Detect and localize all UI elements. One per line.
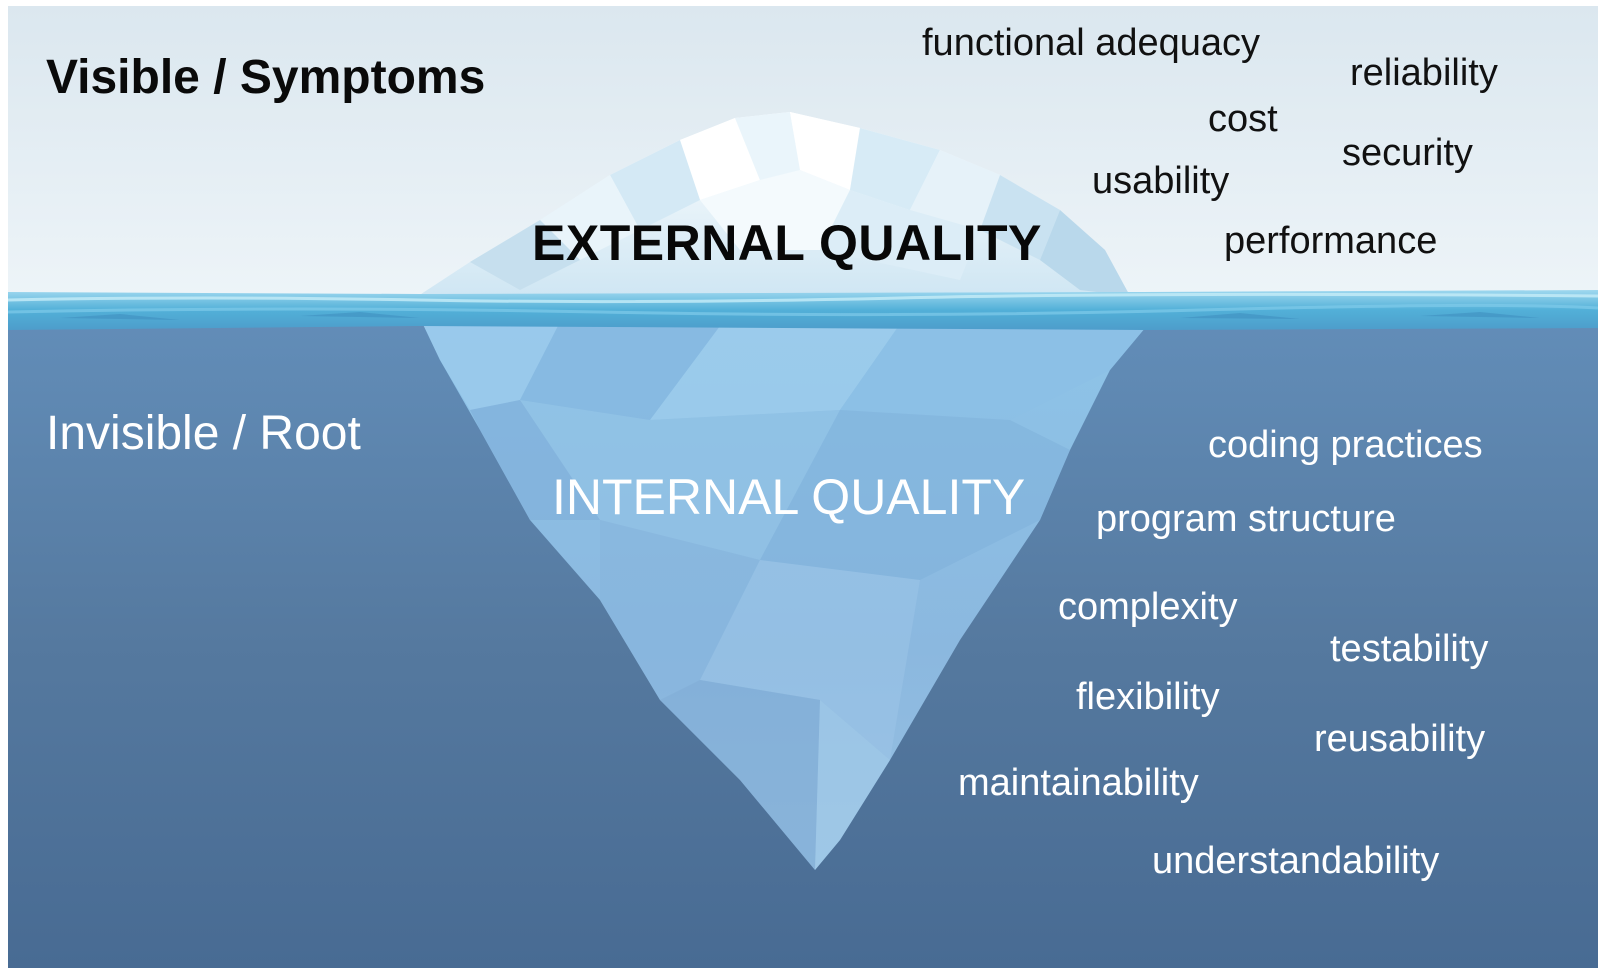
external-attribute: reliability — [1350, 52, 1498, 94]
internal-attribute: maintainability — [958, 762, 1199, 804]
external-quality-label: EXTERNAL QUALITY — [532, 215, 1042, 271]
iceberg-underwater-part — [420, 318, 1150, 870]
internal-attribute: coding practices — [1208, 424, 1483, 466]
external-attribute: functional adequacy — [922, 22, 1261, 64]
internal-attribute: testability — [1330, 628, 1489, 670]
internal-attribute: program structure — [1096, 498, 1396, 540]
visible-symptoms-heading: Visible / Symptoms — [46, 51, 486, 104]
internal-attribute: understandability — [1152, 840, 1440, 882]
internal-attribute: flexibility — [1076, 676, 1220, 718]
water-surface — [7, 290, 1598, 330]
external-attribute: cost — [1208, 98, 1278, 140]
internal-attribute: reusability — [1314, 718, 1486, 760]
invisible-root-heading: Invisible / Root — [46, 407, 361, 460]
external-attribute: security — [1342, 132, 1473, 174]
internal-attribute: complexity — [1058, 586, 1238, 628]
external-attribute: usability — [1092, 160, 1230, 202]
internal-quality-label: INTERNAL QUALITY — [552, 469, 1026, 525]
iceberg-visible-part — [415, 112, 1130, 298]
external-attribute: performance — [1224, 220, 1438, 262]
